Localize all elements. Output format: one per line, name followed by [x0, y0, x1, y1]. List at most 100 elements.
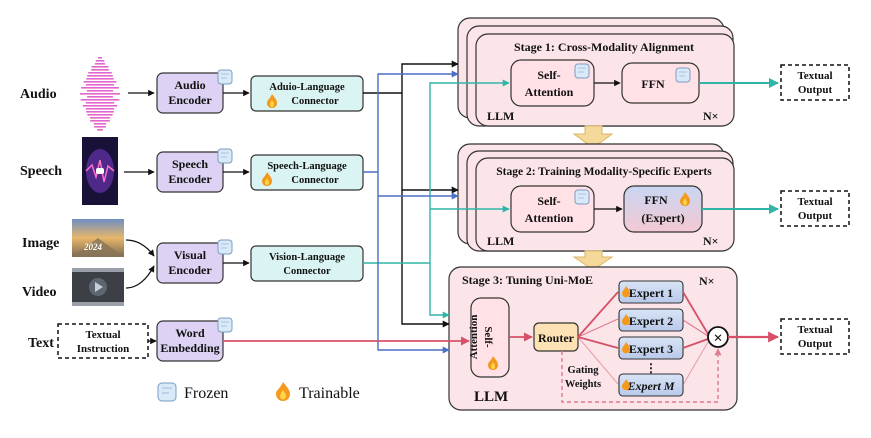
stage1-block: Stage 1: Cross-Modality Alignment Self- …: [457, 17, 735, 127]
expert-ellipsis: ⋮: [645, 361, 657, 375]
input-label-text: Text: [28, 336, 54, 351]
waveform-bar: [91, 69, 109, 71]
stage2-ffn-expert: FFN (Expert): [623, 185, 703, 233]
stage1-ffn-label: FFN: [641, 77, 665, 91]
stage1-attention-line2: Attention: [525, 85, 574, 99]
stage2-llm: LLM: [487, 234, 514, 248]
stage2-attention-line2: Attention: [525, 211, 574, 225]
stage1-nx: N×: [703, 109, 719, 123]
stage3-llm: LLM: [474, 389, 508, 405]
waveform-bar: [98, 57, 102, 59]
frozen-icon: [217, 148, 233, 164]
waveform-bar: [87, 114, 113, 116]
gating-weights-line2: Weights: [565, 379, 601, 390]
output-1-line1: Textual: [797, 70, 832, 82]
input-label-audio: Audio: [20, 87, 57, 102]
speech-connector-line2: Connector: [291, 175, 339, 186]
visual-encoder: Visual Encoder: [156, 239, 233, 284]
output-arrows: [699, 78, 780, 343]
word-embedding: Word Embedding: [156, 317, 233, 362]
audio-encoder-line1: Audio: [174, 78, 205, 92]
router: Router: [533, 322, 579, 352]
speech-thumbnail: [82, 137, 118, 205]
flame-icon: [622, 379, 630, 391]
audio-connector-line1: Aduio-Language: [269, 82, 345, 93]
flame-icon: [262, 172, 272, 186]
waveform-bar: [85, 84, 115, 86]
video-thumbnail: [72, 268, 124, 306]
waveform-bar: [95, 60, 105, 62]
word-embedding-line1: Word: [175, 326, 205, 340]
textual-output-2: Textual Output: [780, 190, 850, 227]
input-label-image: Image: [22, 236, 59, 251]
frozen-icon: [217, 317, 233, 333]
flame-icon: [622, 314, 630, 326]
stage1-attention: Self- Attention: [510, 59, 595, 107]
speech-encoder-line2: Encoder: [168, 172, 212, 186]
waveform-bar: [88, 72, 112, 74]
textual-instruction-box: Textual Instruction: [57, 323, 149, 359]
audio-connector-line2: Connector: [291, 96, 339, 107]
waveform-bar: [87, 96, 113, 98]
stage3-attention-line1: Self-: [482, 326, 494, 348]
encoder-connector-arrows: [223, 89, 250, 267]
stage2-ffn-line2: (Expert): [641, 211, 684, 225]
stage2-ffn-line1: FFN: [644, 193, 668, 207]
frozen-icon: [574, 189, 590, 205]
input-arrows: [124, 89, 157, 345]
gating-weights-line1: Gating: [568, 365, 600, 376]
stage-transition-arrow-1: [572, 125, 614, 149]
flame-icon: [622, 342, 630, 354]
audio-language-connector: Aduio-Language Connector: [250, 75, 364, 112]
waveform-bar: [86, 90, 114, 92]
speech-encoder: Speech Encoder: [156, 148, 233, 193]
expert-1-label: Expert 1: [629, 286, 673, 300]
frozen-icon: [217, 69, 233, 85]
frozen-icon: [574, 63, 590, 79]
waveform-bar: [81, 87, 119, 89]
stage2-nx: N×: [703, 234, 719, 248]
waveform-bar: [97, 129, 103, 131]
speech-language-connector: Speech-Language Connector: [250, 154, 364, 191]
vision-connector-line2: Connector: [283, 266, 331, 277]
stage3-attention: Self- Attention Attention: [468, 297, 510, 378]
audio-encoder-line2: Encoder: [168, 93, 212, 107]
audio-waveform-icon: [80, 57, 120, 131]
stage2-block: Stage 2: Training Modality-Specific Expe…: [457, 143, 735, 252]
stage3-block: Stage 3: Tuning Uni-MoE N× Self- Attenti…: [448, 266, 738, 411]
output-2-line1: Textual: [797, 196, 832, 208]
waveform-bar: [80, 93, 120, 95]
textual-instruction-line1: Textual: [85, 329, 120, 341]
waveform-bar: [93, 123, 107, 125]
expert-1: Expert 1: [618, 280, 684, 304]
legend-frozen-label: Frozen: [184, 385, 228, 402]
stage3-attention-line2-vertical: Attention: [468, 315, 480, 360]
stage1-ffn: FFN: [621, 62, 700, 104]
waveform-bar: [83, 81, 117, 83]
stage2-title: Stage 2: Training Modality-Specific Expe…: [496, 166, 712, 178]
output-2-line2: Output: [798, 210, 833, 222]
visual-encoder-line1: Visual: [174, 248, 207, 262]
waveform-bar: [85, 102, 115, 104]
stage2-attention: Self- Attention: [510, 185, 595, 233]
expert-2-label: Expert 2: [629, 314, 673, 328]
frozen-icon: [217, 239, 233, 255]
stage3-title: Stage 3: Tuning Uni-MoE: [462, 273, 593, 287]
speech-encoder-line1: Speech: [172, 157, 208, 171]
combine-symbol: ×: [713, 330, 722, 347]
flame-icon: [622, 286, 630, 298]
expert-2: Expert 2: [618, 308, 684, 332]
speech-routing-lines: [363, 70, 459, 354]
textual-instruction-line2: Instruction: [77, 343, 130, 355]
expert-m-label: Expert M: [626, 379, 674, 393]
legend-trainable-label: Trainable: [299, 385, 360, 402]
speech-connector-line1: Speech-Language: [267, 161, 347, 172]
audio-encoder: Audio Encoder: [156, 69, 233, 114]
flame-icon: [680, 192, 690, 206]
waveform-bar: [82, 105, 118, 107]
audio-routing-lines: [363, 60, 459, 328]
router-label: Router: [538, 331, 575, 345]
word-embedding-line2: Embedding: [160, 341, 219, 355]
waveform-bar: [94, 63, 106, 65]
